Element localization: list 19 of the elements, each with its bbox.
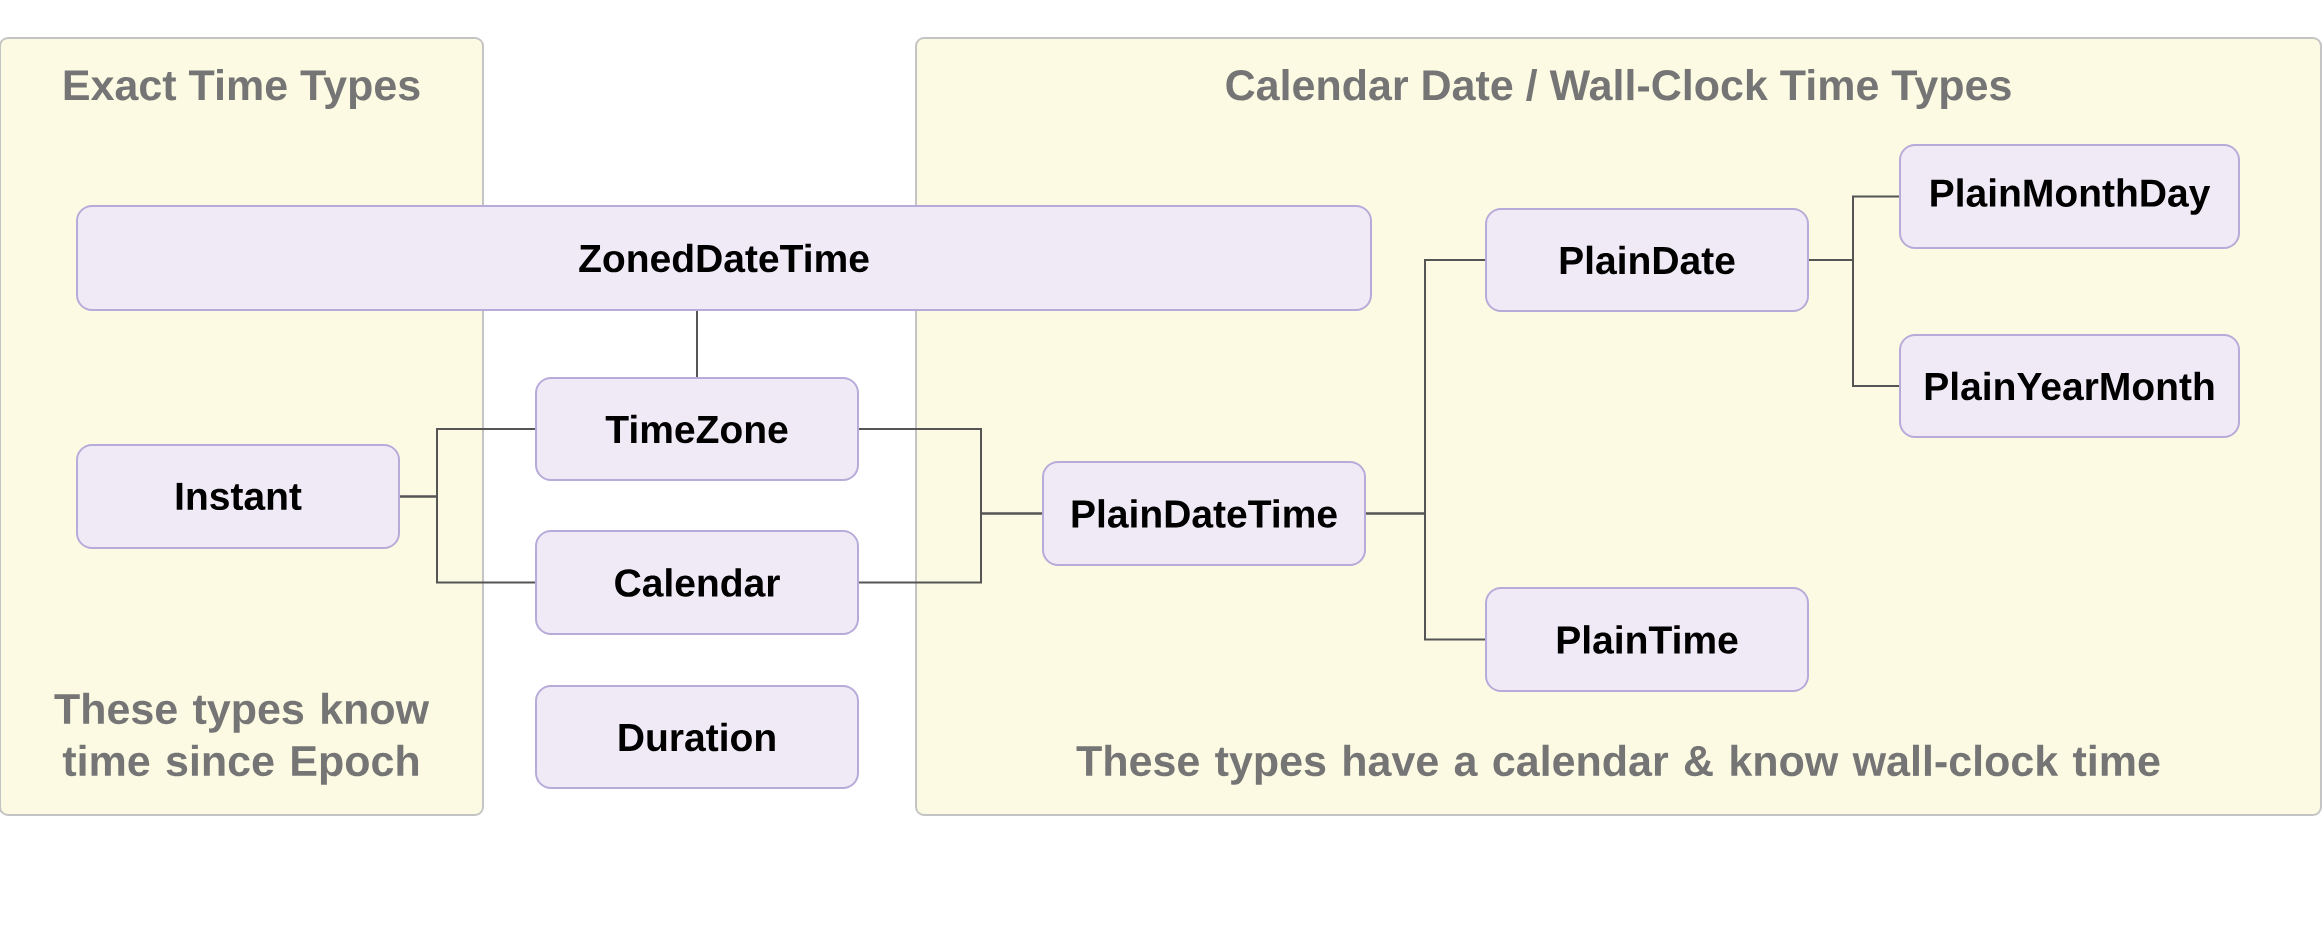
type-box: PlainDate — [1485, 208, 1809, 312]
type-box: Calendar — [535, 530, 859, 635]
connector-line — [858, 512, 1043, 584]
connector-line — [1365, 512, 1486, 641]
type-box: PlainDateTime — [1042, 461, 1366, 566]
type-box: ZonedDateTime — [76, 205, 1372, 311]
connector-line — [1808, 259, 1900, 387]
panel-title: Calendar Date / Wall-Clock Time Types — [1226, 68, 2011, 110]
type-box: PlainTime — [1485, 587, 1809, 692]
type-box: Duration — [535, 685, 859, 789]
panel-note: These types know time since Epoch — [54, 692, 430, 785]
connector-line — [399, 495, 536, 584]
panel-note: These types have a calendar & know wall-clock time — [1076, 744, 2160, 785]
type-box: Instant — [76, 444, 400, 549]
type-box: PlainYearMonth — [1899, 334, 2240, 438]
type-box: TimeZone — [535, 377, 859, 481]
connector-line — [696, 310, 698, 378]
panel-title: Exact Time Types — [64, 68, 420, 110]
type-box: PlainMonthDay — [1899, 144, 2240, 249]
